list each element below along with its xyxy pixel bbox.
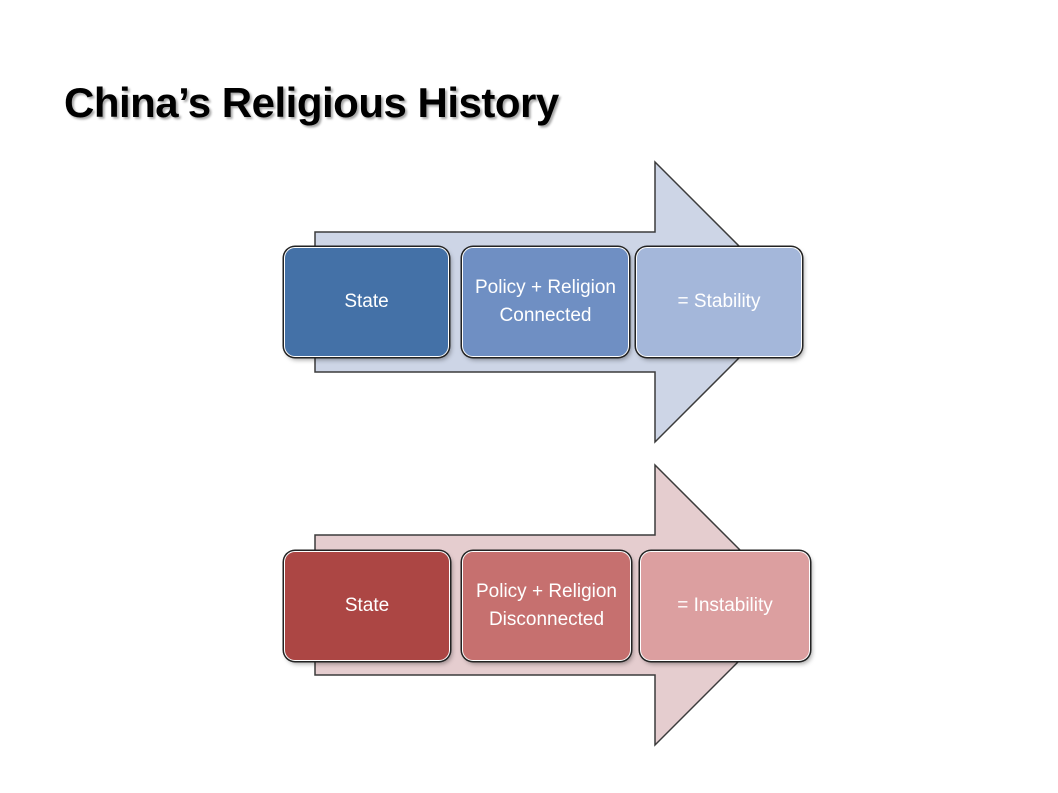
policy-religion-box-label: Policy + Religion Connected bbox=[475, 277, 616, 326]
outcome-box: = Instability bbox=[640, 551, 810, 661]
process-diagram-disconnected: State Policy + Religion Disconnected = I… bbox=[0, 455, 1058, 755]
policy-religion-box: Policy + Religion Connected bbox=[462, 247, 629, 357]
policy-religion-box: Policy + Religion Disconnected bbox=[462, 551, 631, 661]
state-box-label: State bbox=[344, 595, 390, 616]
slide-title: China’s Religious History bbox=[64, 79, 559, 126]
policy-religion-box-label: Policy + Religion Disconnected bbox=[476, 581, 617, 630]
outcome-box-label: = Instability bbox=[677, 595, 773, 616]
state-box-label: State bbox=[344, 291, 389, 312]
state-box: State bbox=[284, 247, 449, 357]
state-box: State bbox=[284, 551, 450, 661]
outcome-box-label: = Stability bbox=[677, 291, 761, 312]
process-diagram-connected: State Policy + Religion Connected = Stab… bbox=[0, 150, 1058, 450]
outcome-box: = Stability bbox=[636, 247, 802, 357]
